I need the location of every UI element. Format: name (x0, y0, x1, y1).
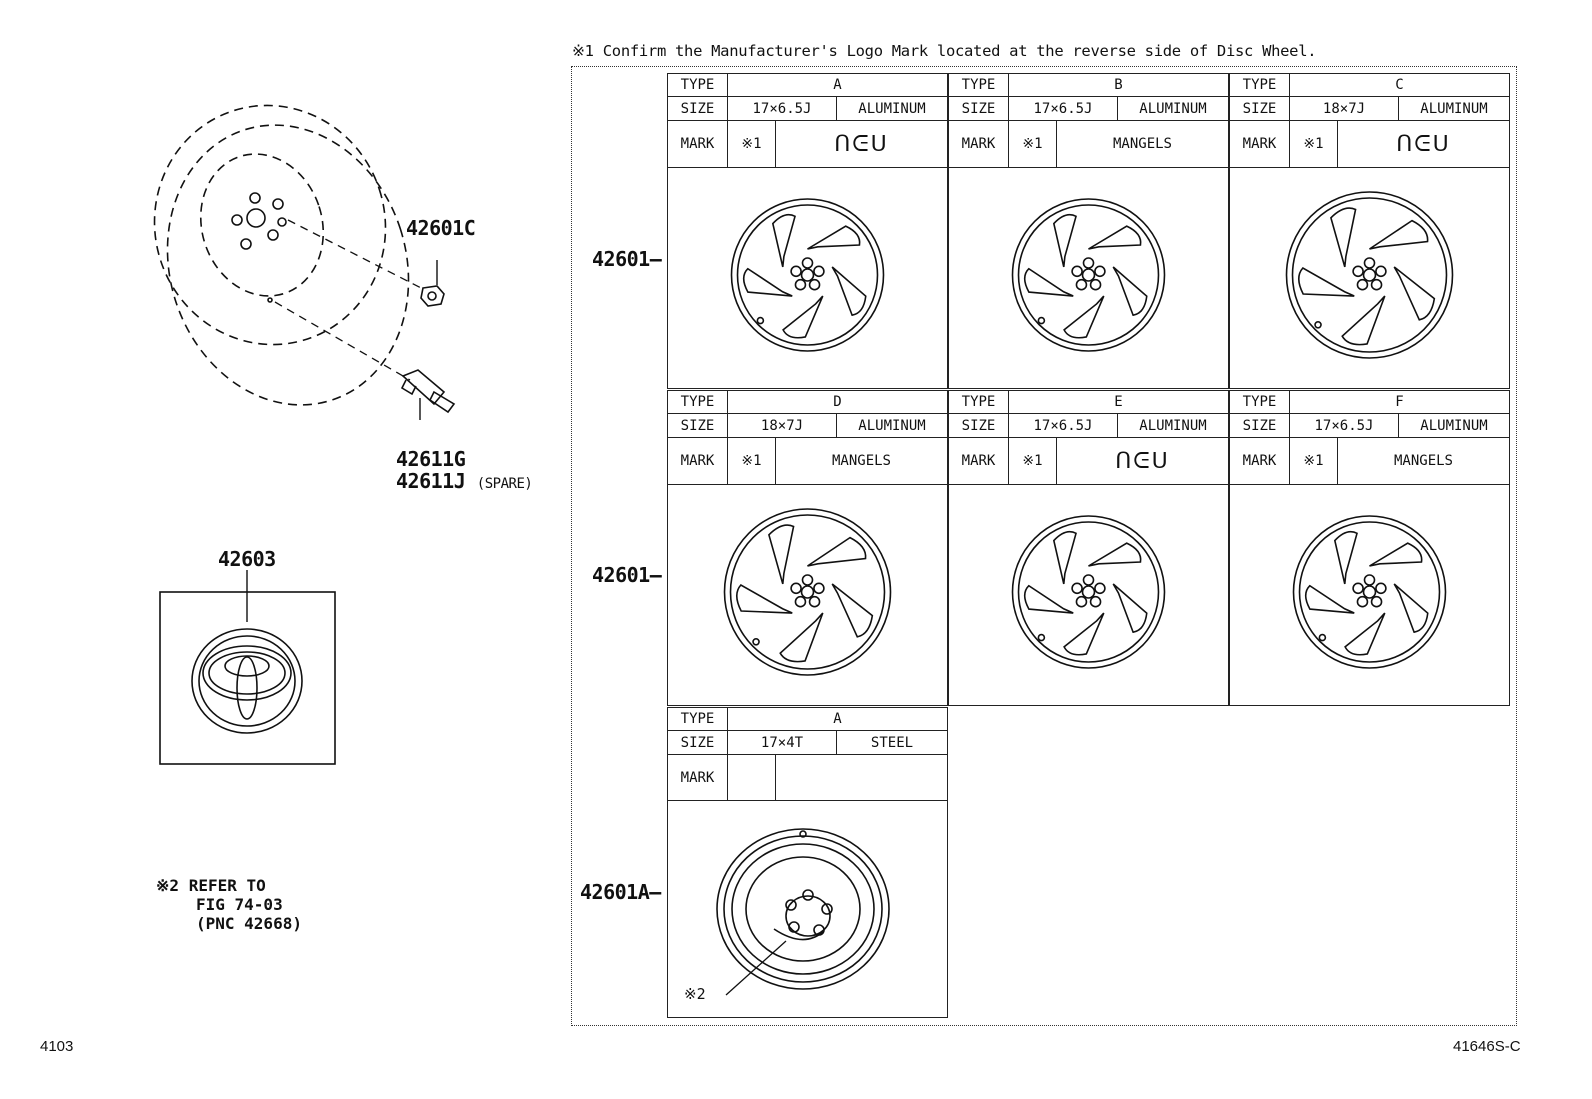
row-2-part-number: 42601— (592, 563, 662, 587)
hub-bolt-holes (231, 192, 287, 303)
spare-label: (SPARE) (476, 476, 533, 492)
wheel-a-type-header: TYPE (667, 73, 728, 97)
wheel-d-image-cell (667, 484, 948, 706)
wheel-b-size-header: SIZE (948, 96, 1009, 121)
toyota-emblem-icon (191, 628, 303, 734)
steel-type-value: A (727, 707, 948, 731)
ornament-box (159, 570, 336, 765)
wheel-d-alloy-wheel-icon (723, 508, 892, 676)
wheel-a-ref-cell: ※1 (727, 120, 776, 168)
part-number-42611g: 42611G (396, 447, 466, 471)
wheel-f-mark-header: MARK (1229, 437, 1290, 485)
wheel-e-type-header: TYPE (948, 390, 1009, 414)
wheel-b-size-value: 17×6.5J (1008, 96, 1118, 121)
leader-lines (274, 219, 426, 381)
wheel-b-ref-cell: ※1 (1008, 120, 1057, 168)
wheel-e-size-header: SIZE (948, 413, 1009, 438)
wheel-f-alloy-wheel-icon (1292, 515, 1447, 669)
wheel-f-type-value: F (1289, 390, 1510, 414)
wheel-c-image-cell (1229, 167, 1510, 389)
wheel-a-type-value: A (727, 73, 948, 97)
wheel-a-alloy-wheel-icon (730, 198, 885, 352)
wheel-b-mark-header: MARK (948, 120, 1009, 168)
wheel-f-material-value: ALUMINUM (1398, 413, 1510, 438)
wheel-c-size-value: 18×7J (1289, 96, 1399, 121)
wheel-c-type-value: C (1289, 73, 1510, 97)
wheel-b-image-cell (948, 167, 1229, 389)
wheel-d-type-value: D (727, 390, 948, 414)
steel-mark-cell (775, 754, 948, 801)
wheel-d-material-value: ALUMINUM (836, 413, 948, 438)
wheel-d-size-header: SIZE (667, 413, 728, 438)
wheel-c-ref-cell: ※1 (1289, 120, 1338, 168)
wheel-f-ref-cell: ※1 (1289, 437, 1338, 485)
refer-note: ※2 REFER TO FIG 74-03 (PNC 42668) (156, 876, 302, 933)
wheel-e-mark-header: MARK (948, 437, 1009, 485)
steel-material-value: STEEL (836, 730, 948, 755)
wheel-c-material-value: ALUMINUM (1398, 96, 1510, 121)
wheel-d-mark-value: MANGELS (775, 437, 948, 485)
wheel-c-type-header: TYPE (1229, 73, 1290, 97)
wheel-e-material-value: ALUMINUM (1117, 413, 1229, 438)
wheel-f-type-header: TYPE (1229, 390, 1290, 414)
wheel-b-alloy-wheel-icon (1011, 198, 1166, 352)
wheel-b-material-value: ALUMINUM (1117, 96, 1229, 121)
refer-mark: ※2 (156, 876, 180, 895)
wheel-c-size-header: SIZE (1229, 96, 1290, 121)
steel-wheel-image-cell (667, 800, 948, 1018)
wheel-a-mark-header: MARK (667, 120, 728, 168)
wheel-a-material-value: ALUMINUM (836, 96, 948, 121)
wheel-a-image-cell (667, 167, 948, 389)
valve-stem-icon (400, 369, 456, 414)
dashed-wheel-outline (153, 104, 410, 406)
wheel-b-type-value: B (1008, 73, 1229, 97)
logo-mark-note: ※1 Confirm the Manufacturer's Logo Mark … (572, 42, 1317, 60)
steel-spare-wheel-icon (716, 828, 890, 996)
refer-line-1: REFER TO (188, 876, 266, 895)
footer-right-code: 41646S-C (1453, 1038, 1521, 1055)
steel-ref-cell (727, 754, 776, 801)
row-1-part-number: 42601— (592, 247, 662, 271)
wheel-b-mark-value: MANGELS (1056, 120, 1229, 168)
wheel-d-ref-cell: ※1 (727, 437, 776, 485)
wheel-a-size-value: 17×6.5J (727, 96, 837, 121)
wheel-e-alloy-wheel-icon (1011, 515, 1166, 669)
wheel-c-mark-value: ᑎᕮᑌ (1337, 120, 1510, 168)
wheel-a-mark-value: ᑎᕮᑌ (775, 120, 948, 168)
wheel-f-size-header: SIZE (1229, 413, 1290, 438)
wheel-e-type-value: E (1008, 390, 1229, 414)
part-number-42603: 42603 (218, 547, 276, 571)
wheel-e-image-cell (948, 484, 1229, 706)
wheel-e-size-value: 17×6.5J (1008, 413, 1118, 438)
steel-ref-mark: ※2 (684, 985, 706, 1003)
wheel-nut-icon (420, 285, 445, 307)
wheel-f-mark-value: MANGELS (1337, 437, 1510, 485)
wheel-d-type-header: TYPE (667, 390, 728, 414)
wheel-d-size-value: 18×7J (727, 413, 837, 438)
part-number-42611j: 42611J (SPARE) (396, 469, 533, 493)
row-3-part-number: 42601A— (580, 880, 661, 904)
exploded-wheel-drawing (153, 104, 456, 420)
wheel-table-panel (571, 66, 1517, 1026)
wheel-f-size-value: 17×6.5J (1289, 413, 1399, 438)
wheel-e-mark-value: ᑎᕮᑌ (1056, 437, 1229, 485)
steel-mark-header: MARK (667, 754, 728, 801)
footer-left-code: 4103 (40, 1038, 74, 1055)
refer-line-2: FIG 74-03 (196, 895, 283, 914)
wheel-b-type-header: TYPE (948, 73, 1009, 97)
part-number-42601c: 42601C (406, 216, 476, 240)
steel-type-header: TYPE (667, 707, 728, 731)
wheel-e-ref-cell: ※1 (1008, 437, 1057, 485)
refer-line-3: (PNC 42668) (196, 914, 302, 933)
wheel-d-mark-header: MARK (667, 437, 728, 485)
wheel-c-mark-header: MARK (1229, 120, 1290, 168)
wheel-f-image-cell (1229, 484, 1510, 706)
wheel-a-size-header: SIZE (667, 96, 728, 121)
steel-size-header: SIZE (667, 730, 728, 755)
steel-size-value: 17×4T (727, 730, 837, 755)
wheel-c-alloy-wheel-icon (1285, 191, 1454, 359)
